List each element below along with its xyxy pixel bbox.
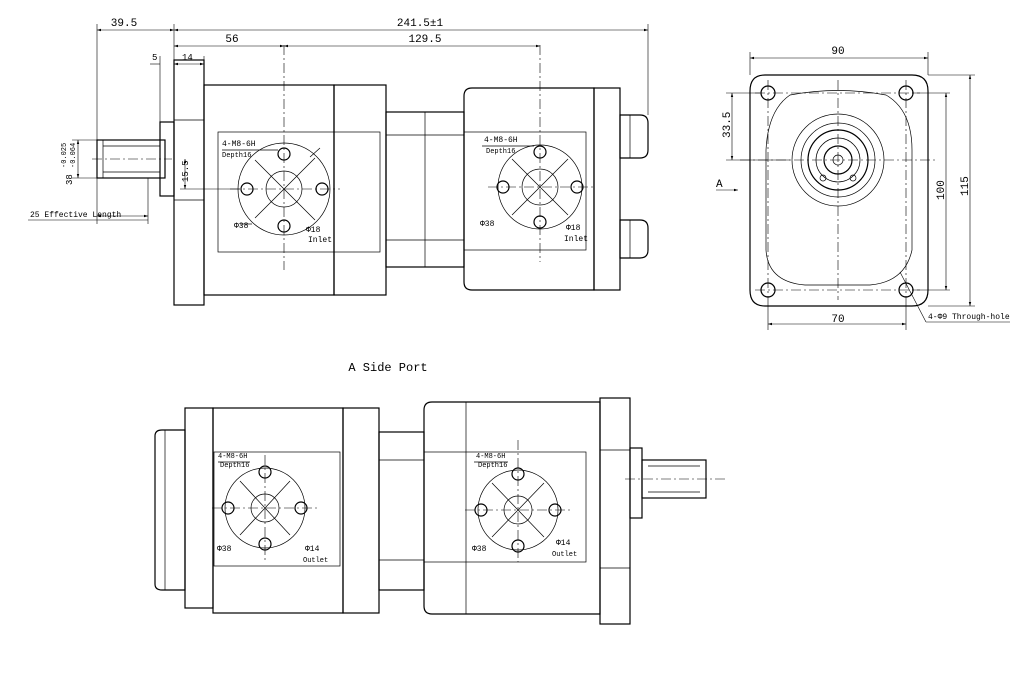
dim-shaft-38: 38	[65, 174, 75, 185]
dim-56: 56	[225, 34, 238, 46]
dim-39-5: 39.5	[111, 18, 137, 30]
port-top-right	[482, 45, 594, 262]
port-bl-depth: Depth16	[220, 462, 249, 470]
port-br-label: Outlet	[552, 551, 577, 559]
dim-100: 100	[936, 180, 948, 200]
port-tl-pcd: Φ38	[234, 222, 249, 231]
top-side-view	[28, 24, 649, 306]
dim-15-5: 15.5	[181, 160, 191, 182]
port-bl-label: Outlet	[303, 557, 328, 565]
port-tl-depth: Depth16	[222, 152, 251, 160]
port-br-pcd: Φ38	[472, 545, 487, 554]
port-tr-pcd: Φ38	[480, 220, 495, 229]
bottom-view	[154, 397, 725, 625]
dim-5: 5	[152, 53, 157, 63]
port-tl-thread: 4-M8-6H	[222, 140, 256, 149]
port-top-left	[222, 45, 340, 270]
dim-115: 115	[960, 176, 972, 196]
dim-33-5: 33.5	[722, 112, 734, 138]
dim-129-5: 129.5	[408, 34, 441, 46]
port-bl-pcd: Φ38	[217, 545, 232, 554]
dim-70: 70	[831, 314, 844, 326]
end-view	[716, 52, 1010, 330]
view-caption: A Side Port	[348, 361, 427, 375]
view-arrow-a: A	[716, 179, 723, 191]
dim-shaft-tol-lower: -0.064	[70, 143, 78, 168]
dim-241-5: 241.5±1	[397, 18, 444, 30]
port-tl-bore: Φ18	[306, 226, 321, 235]
port-tl-label: Inlet	[308, 236, 332, 245]
port-tr-bore: Φ18	[566, 224, 581, 233]
through-hole-label: 4-Φ9 Through-hole	[928, 313, 1010, 322]
port-br-bore: Φ14	[556, 539, 571, 548]
port-bl-bore: Φ14	[305, 545, 320, 554]
dim-shaft-tol-upper: -0.025	[61, 143, 69, 168]
dim-14: 14	[182, 53, 193, 63]
port-tr-thread: 4-M8-6H	[484, 136, 518, 145]
dim-effective-length: 25 Effective Length	[30, 211, 121, 220]
port-tr-label: Inlet	[564, 235, 588, 244]
port-br-thread: 4-M8-6H	[476, 453, 505, 461]
port-br-depth: Depth16	[478, 462, 507, 470]
port-bl-thread: 4-M8-6H	[218, 453, 247, 461]
dim-90: 90	[831, 46, 844, 58]
port-tr-depth: Depth16	[486, 148, 515, 156]
